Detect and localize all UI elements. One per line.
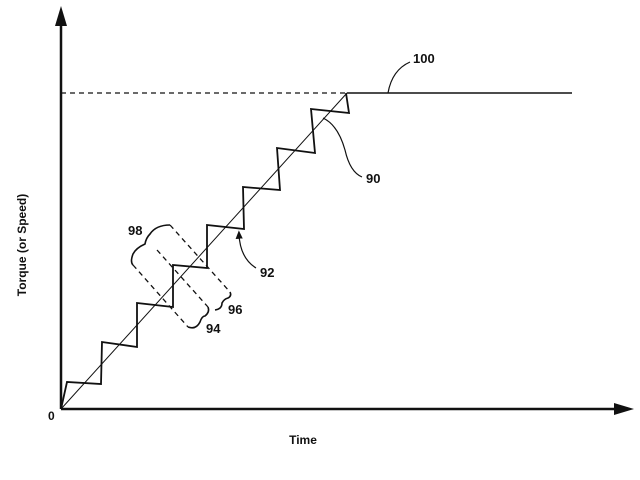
label-98: 98 [128, 223, 142, 238]
leader-92 [235, 230, 257, 269]
x-axis-arrowhead [614, 403, 634, 415]
label-94: 94 [206, 321, 221, 336]
label-96: 96 [228, 302, 242, 317]
dashed-guide-a [132, 264, 189, 328]
label-92: 92 [260, 265, 274, 280]
bracket-98 [130, 224, 171, 266]
origin-label: 0 [48, 409, 55, 423]
label-100: 100 [413, 51, 435, 66]
bracket-96 [214, 291, 232, 311]
y-axis-label: Torque (or Speed) [15, 194, 29, 296]
leader-100 [387, 61, 411, 94]
dashed-guide-c [169, 224, 231, 293]
dashed-guide-b [156, 249, 209, 308]
x-axis-label: Time [289, 433, 317, 447]
stepped-profile [60, 92, 351, 410]
leader-90 [322, 117, 363, 178]
label-90: 90 [366, 171, 380, 186]
y-axis-arrowhead [55, 6, 67, 26]
bracket-94 [187, 306, 210, 329]
ramp-line [60, 92, 348, 410]
